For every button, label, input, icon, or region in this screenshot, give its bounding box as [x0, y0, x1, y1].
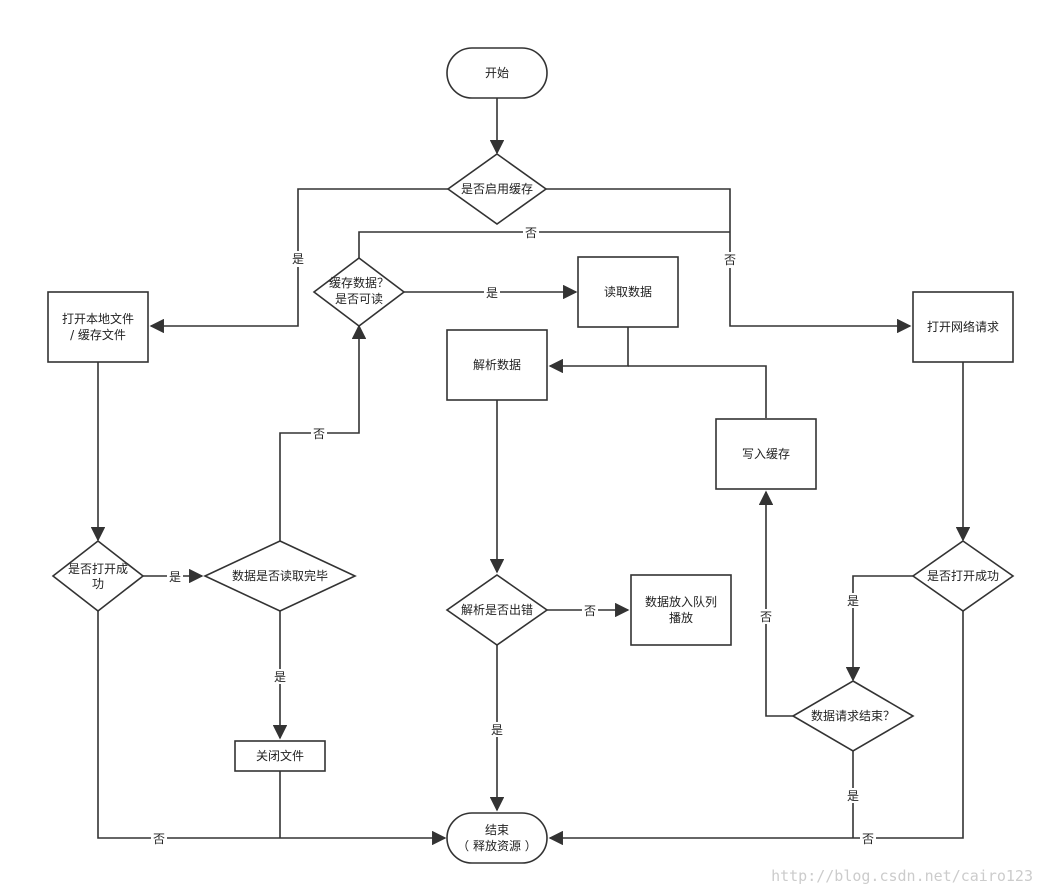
cache-enabled-label: 是否启用缓存 — [461, 182, 533, 196]
edge-open-ok-local-no — [97, 611, 447, 846]
label-open-ok-local-no: 否 — [153, 832, 165, 846]
start-terminal — [446, 47, 548, 99]
edge-cache-readable-no — [358, 231, 730, 258]
label-cache-enabled-yes: 是 — [292, 252, 304, 266]
parse-error-label: 解析是否出错 — [461, 603, 533, 617]
end-label-line1: 结束 — [485, 823, 509, 837]
end-label-line2: （ 释放资源 ） — [457, 838, 537, 853]
edge-labels: 是 否 否 是 否 是 是 否 是 否 是 否 是 否 — [151, 225, 876, 846]
label-parse-error-yes: 是 — [491, 723, 503, 737]
edges — [90, 98, 971, 846]
open-network-request-label: 打开网络请求 — [927, 319, 999, 334]
watermark: http://blog.csdn.net/cairo123 — [771, 867, 1033, 885]
close-file-process — [234, 740, 326, 772]
end-terminal — [446, 812, 548, 864]
open-ok-local-label-line2: 功 — [92, 577, 104, 591]
label-open-ok-local-yes: 是 — [169, 570, 181, 584]
label-cache-readable-yes: 是 — [486, 286, 498, 300]
label-open-ok-net-yes: 是 — [847, 594, 859, 608]
edge-open-ok-net-no — [548, 611, 964, 846]
label-read-done-no: 否 — [313, 427, 325, 441]
read-data-label: 读取数据 — [604, 284, 652, 299]
parse-error-decision — [445, 574, 549, 646]
read-data-process — [577, 256, 679, 328]
parse-data-process — [446, 329, 548, 401]
edge-open-ok-net-yes — [845, 575, 913, 682]
open-network-request-process — [912, 291, 1014, 363]
close-file-label: 关闭文件 — [256, 748, 304, 763]
open-ok-local-label-line1: 是否打开成 — [68, 562, 128, 576]
parse-data-label: 解析数据 — [473, 357, 521, 372]
nodes: 开始 是否启用缓存 缓存数据？ 是否可读 读取数据 打开本地文件 / 缓存文件 … — [47, 47, 1015, 864]
cache-readable-decision — [312, 256, 406, 328]
label-request-done-yes: 是 — [847, 789, 859, 803]
write-cache-process — [715, 418, 817, 490]
edge-read-to-parse — [548, 327, 629, 374]
cache-readable-label-line2: 是否可读 — [335, 292, 383, 306]
request-done-label: 数据请求结束？ — [811, 708, 895, 723]
write-cache-label: 写入缓存 — [742, 447, 790, 461]
read-done-label: 数据是否读取完毕 — [232, 568, 328, 583]
enqueue-play-process — [630, 574, 732, 646]
open-ok-network-decision — [911, 540, 1015, 612]
open-local-file-label-line2: / 缓存文件 — [70, 327, 126, 342]
enqueue-play-label-line1: 数据放入队列 — [645, 594, 717, 609]
open-local-file-label-line1: 打开本地文件 — [62, 311, 134, 326]
label-parse-error-no: 否 — [584, 604, 596, 618]
label-cache-readable-no: 否 — [525, 226, 537, 240]
edge-write-cache-to-parse — [628, 365, 767, 418]
open-ok-local-decision — [51, 539, 145, 613]
cache-readable-label-line1: 缓存数据？ — [329, 275, 389, 290]
label-request-done-no: 否 — [760, 610, 772, 624]
edge-request-done-no — [758, 490, 793, 717]
start-label: 开始 — [485, 66, 509, 80]
label-cache-enabled-no: 否 — [724, 253, 736, 267]
read-done-decision — [203, 540, 357, 612]
open-local-file-process — [47, 291, 149, 363]
open-ok-network-label: 是否打开成功 — [927, 569, 999, 583]
cache-enabled-decision — [446, 153, 548, 225]
label-read-done-yes: 是 — [274, 670, 286, 684]
request-done-decision — [791, 680, 915, 752]
label-open-ok-net-no: 否 — [862, 832, 874, 846]
enqueue-play-label-line2: 播放 — [669, 610, 693, 625]
